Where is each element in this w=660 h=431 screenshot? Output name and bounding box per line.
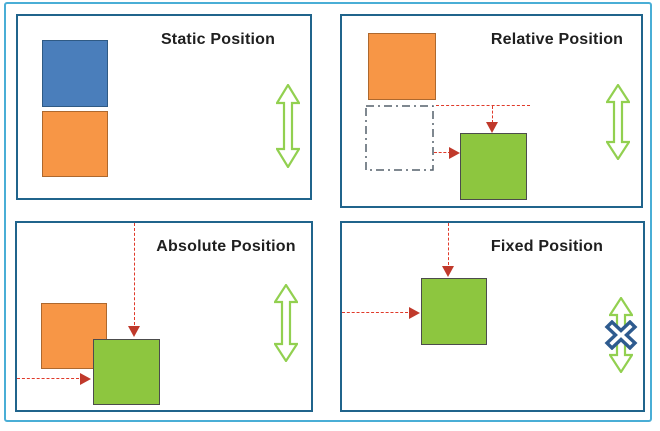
orange-box (42, 111, 108, 177)
red-arrowhead-right-icon (409, 307, 420, 319)
panel-fixed-position: Fixed Position (340, 221, 645, 412)
offset-dashed-line-horizontal (17, 378, 79, 379)
panel-title-fixed: Fixed Position (490, 238, 604, 255)
orange-box (368, 33, 436, 100)
offset-dashed-line-horizontal (434, 152, 451, 153)
panel-title-absolute: Absolute Position (156, 238, 296, 255)
panel-title-static: Static Position (160, 31, 276, 48)
green-box (421, 278, 487, 345)
panel-absolute-position: Absolute Position (15, 221, 313, 412)
vertical-scroll-arrow-icon (276, 84, 300, 168)
panel-title-relative: Relative Position (490, 31, 624, 48)
outer-border-frame (4, 2, 652, 422)
red-arrowhead-right-icon (449, 147, 460, 159)
offset-dashed-line-horizontal (436, 105, 530, 106)
red-arrowhead-right-icon (80, 373, 91, 385)
offset-dashed-line-horizontal (342, 312, 408, 313)
ghost-placeholder-box (365, 105, 434, 171)
red-arrowhead-down-icon (442, 266, 454, 277)
panel-static-position: Static Position (16, 14, 312, 200)
green-box (460, 133, 527, 200)
offset-dashed-line-vertical (134, 223, 135, 325)
vertical-scroll-arrow-icon (606, 84, 630, 160)
blue-box (42, 40, 108, 107)
offset-dashed-line-vertical (492, 106, 493, 123)
panel-relative-position: Relative Position (340, 14, 643, 208)
red-arrowhead-down-icon (486, 122, 498, 133)
vertical-scroll-arrow-icon (274, 284, 298, 362)
red-arrowhead-down-icon (128, 326, 140, 337)
green-box (93, 339, 160, 405)
offset-dashed-line-vertical (448, 223, 449, 265)
no-scroll-x-icon (604, 320, 638, 350)
